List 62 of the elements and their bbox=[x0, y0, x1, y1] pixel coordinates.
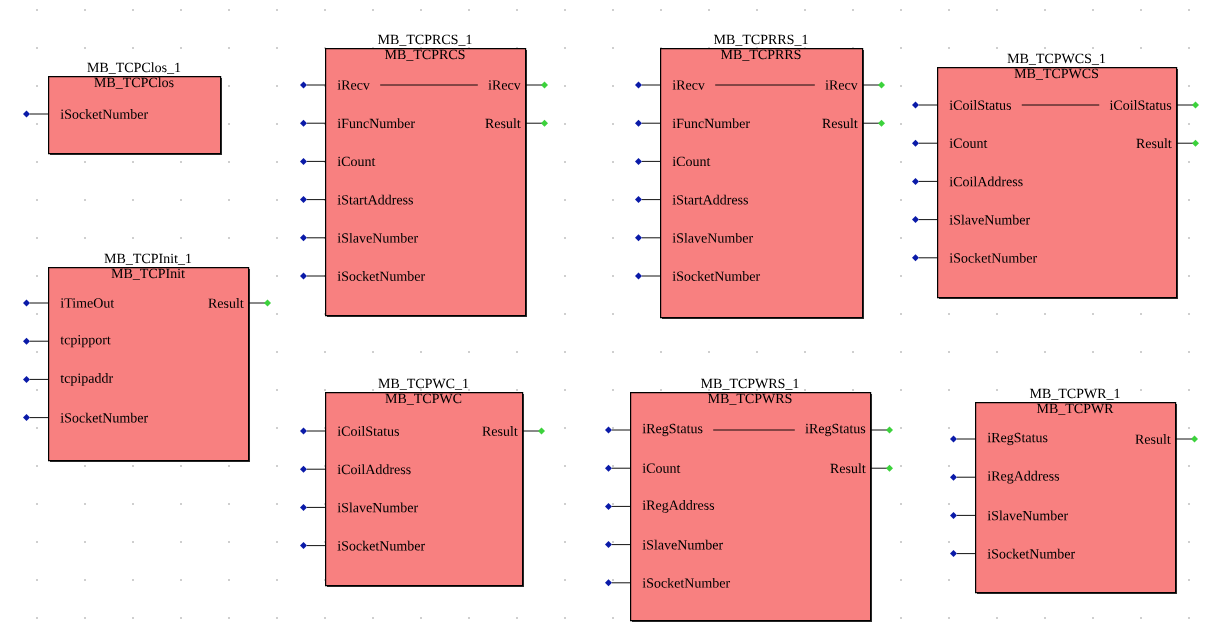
input-label: iCoilStatus bbox=[337, 426, 399, 436]
input-label: iSocketNumber bbox=[642, 577, 731, 588]
input-label: iSlaveNumber bbox=[337, 502, 419, 513]
input-label: iSlaveNumber bbox=[337, 232, 419, 243]
input-label: iRecv bbox=[672, 80, 705, 90]
output-label: Result bbox=[1136, 138, 1172, 149]
input-label: iRegStatus bbox=[642, 423, 703, 437]
input-label: iRegAddress bbox=[987, 470, 1060, 484]
block-type: MB_TCPInit bbox=[111, 268, 185, 280]
output-label: Result bbox=[830, 463, 866, 474]
instance-name: MB_TCPWR_1 bbox=[1029, 388, 1120, 400]
block-type: MB_TCPWCS bbox=[1014, 68, 1099, 80]
block-type: MB_TCPWC bbox=[385, 393, 462, 405]
input-label: iSocketNumber bbox=[949, 252, 1038, 263]
input-label: iStartAddress bbox=[672, 194, 748, 205]
input-label: iRecv bbox=[337, 80, 370, 90]
input-label: iCoilStatus bbox=[949, 100, 1011, 110]
output-label: iRecv bbox=[825, 80, 858, 90]
instance-name: MB_TCPWC_1 bbox=[378, 378, 469, 390]
input-label: iRegStatus bbox=[987, 432, 1048, 446]
input-label: iFuncNumber bbox=[337, 118, 415, 129]
input-label: iCount bbox=[949, 138, 988, 148]
block-type: MB_TCPClos bbox=[94, 77, 174, 89]
output-label: iRegStatus bbox=[805, 423, 866, 437]
output-label: iCoilStatus bbox=[1109, 100, 1172, 110]
input-label: tcpipport bbox=[60, 335, 111, 348]
instance-name: MB_TCPInit_1 bbox=[104, 253, 192, 265]
input-label: iCount bbox=[642, 463, 681, 473]
instance-name: MB_TCPWCS_1 bbox=[1007, 53, 1106, 65]
output-label: Result bbox=[482, 426, 518, 436]
block-type: MB_TCPWRS bbox=[708, 393, 792, 405]
block-type: MB_TCPWR bbox=[1036, 403, 1114, 415]
input-label: iSocketNumber bbox=[337, 540, 426, 551]
output-label: iRecv bbox=[488, 80, 521, 90]
input-label: iSocketNumber bbox=[337, 271, 426, 281]
instance-name: MB_TCPWRS_1 bbox=[701, 378, 799, 390]
input-label: iSlaveNumber bbox=[987, 510, 1069, 521]
block-type: MB_TCPRCS bbox=[384, 49, 465, 61]
input-label: iCoilAddress bbox=[337, 464, 411, 475]
input-label: iCount bbox=[337, 156, 376, 167]
input-label: iSlaveNumber bbox=[949, 214, 1031, 225]
input-label: iSocketNumber bbox=[60, 109, 149, 119]
block-type: MB_TCPRRS bbox=[720, 49, 801, 61]
input-label: iSocketNumber bbox=[672, 271, 761, 281]
input-label: iSlaveNumber bbox=[642, 539, 724, 550]
input-label: iSocketNumber bbox=[60, 412, 149, 423]
instance-name: MB_TCPClos_1 bbox=[87, 62, 181, 74]
input-label: iTimeOut bbox=[60, 298, 115, 308]
input-label: iRegAddress bbox=[642, 500, 715, 513]
output-label: Result bbox=[822, 118, 858, 129]
output-label: Result bbox=[208, 298, 244, 308]
input-label: iSocketNumber bbox=[987, 548, 1076, 559]
output-label: Result bbox=[1135, 434, 1171, 444]
input-label: iStartAddress bbox=[337, 194, 413, 205]
output-label: Result bbox=[485, 118, 521, 129]
instance-name: MB_TCPRRS_1 bbox=[713, 34, 808, 46]
instance-name: MB_TCPRCS_1 bbox=[377, 34, 472, 46]
input-label: tcpipaddr bbox=[60, 373, 114, 386]
input-label: iCount bbox=[672, 156, 711, 167]
input-label: iCoilAddress bbox=[949, 176, 1023, 187]
input-label: iFuncNumber bbox=[672, 118, 750, 129]
input-label: iSlaveNumber bbox=[672, 232, 754, 243]
